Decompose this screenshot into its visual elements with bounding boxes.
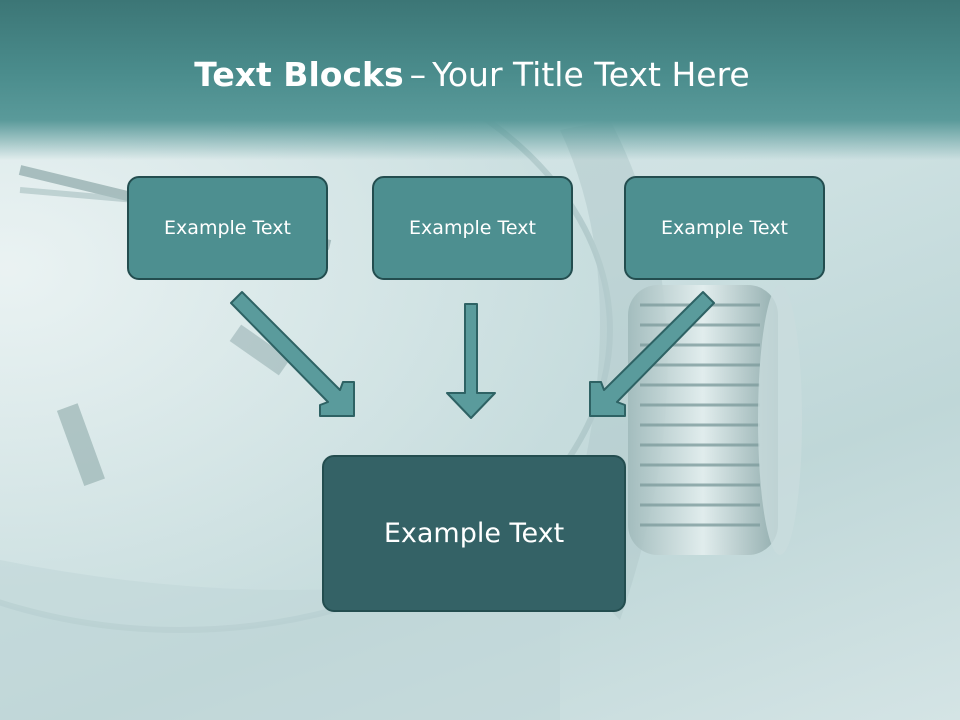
slide-title: Text Blocks–Your Title Text Here xyxy=(0,52,944,98)
arrow-left xyxy=(230,291,355,417)
header-band xyxy=(0,0,960,160)
text-block-2[interactable]: Example Text xyxy=(372,176,573,280)
title-separator: – xyxy=(409,55,427,94)
text-block-1[interactable]: Example Text xyxy=(127,176,328,280)
arrow-center xyxy=(446,303,496,419)
text-block-2-label: Example Text xyxy=(409,217,536,239)
main-text-block-label: Example Text xyxy=(383,518,565,549)
title-bold-part: Text Blocks xyxy=(194,55,404,94)
text-block-1-label: Example Text xyxy=(164,217,291,239)
title-rest: Your Title Text Here xyxy=(432,55,750,94)
arrow-right xyxy=(589,291,715,417)
text-block-3[interactable]: Example Text xyxy=(624,176,825,280)
text-block-3-label: Example Text xyxy=(661,217,788,239)
main-text-block[interactable]: Example Text xyxy=(322,455,626,612)
